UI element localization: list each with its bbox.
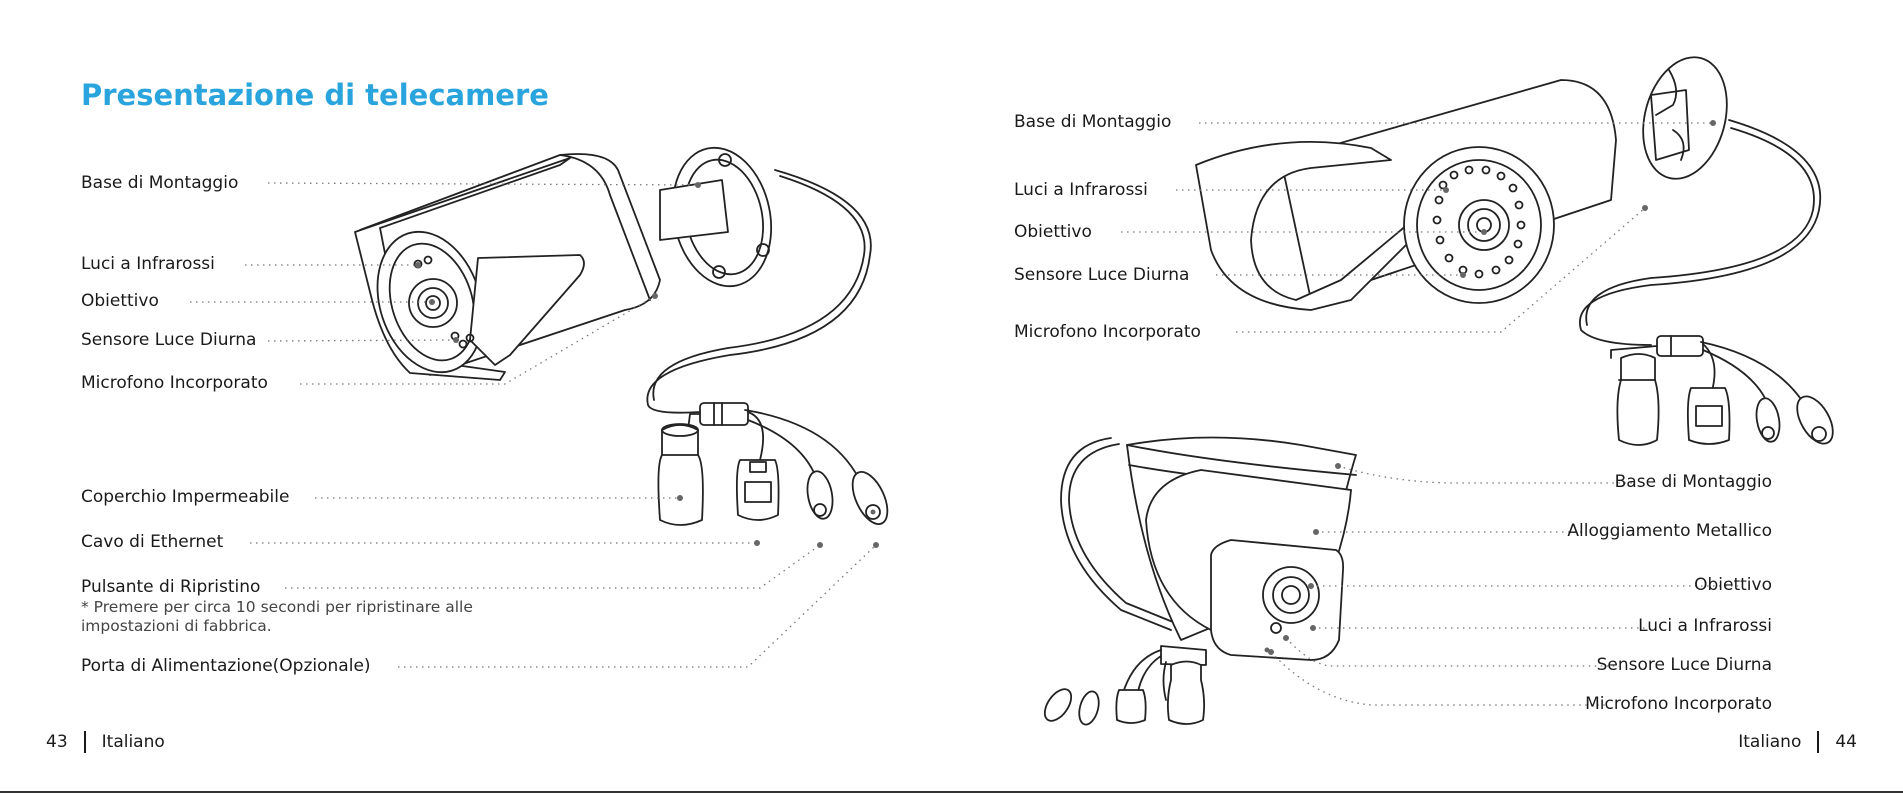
label-daylight-sensor-dome: Sensore Luce Diurna (1596, 655, 1772, 675)
reset-connector (806, 470, 834, 520)
footer-divider (1817, 731, 1820, 753)
dome-camera-diagram (1043, 436, 1357, 726)
label-lens-bullet: Obiettivo (1014, 222, 1092, 242)
right-page: Base di Montaggio Luci a Infrarossi Obie… (951, 0, 1903, 795)
side-wedge (469, 254, 585, 366)
camera-cable (646, 169, 872, 414)
label-microphone-dome: Microfono Incorporato (1585, 694, 1772, 714)
mount-arm (659, 179, 729, 241)
label-metal-housing-dome: Alloggiamento Metallico (1567, 521, 1772, 541)
power-connector (851, 471, 889, 525)
label-infrared-lights-dome: Luci a Infrarossi (1638, 616, 1772, 636)
label-mounting-base-bullet: Base di Montaggio (1014, 112, 1172, 132)
bullet-camera-diagram-right (1195, 56, 1834, 446)
page-number: 44 (1835, 732, 1857, 752)
label-mounting-base-dome: Base di Montaggio (1614, 472, 1772, 492)
cable-hub (699, 402, 749, 426)
label-infrared-lights: Luci a Infrarossi (81, 254, 215, 274)
label-mounting-base: Base di Montaggio (81, 173, 239, 193)
bottom-rule (0, 791, 1903, 793)
page-title: Presentazione di telecamere (81, 78, 549, 112)
ethernet-plug (735, 459, 780, 521)
camera-cable-right (1579, 119, 1822, 346)
page-number: 43 (46, 732, 68, 752)
label-microphone-bullet: Microfono Incorporato (1014, 322, 1201, 342)
label-lens-dome: Obiettivo (1694, 575, 1772, 595)
left-page: Presentazione di telecamere (0, 0, 951, 795)
label-ethernet-cable: Cavo di Ethernet (81, 532, 224, 552)
label-daylight-sensor: Sensore Luce Diurna (81, 330, 257, 350)
waterproof-cover (657, 424, 704, 526)
sun-shield-right (1195, 141, 1432, 311)
dome-cable-loop (1060, 437, 1172, 631)
label-reset-button: Pulsante di Ripristino (81, 577, 261, 597)
reset-note-line-1: * Premere per circa 10 secondi per ripri… (81, 598, 473, 616)
footer-language: Italiano (101, 732, 165, 752)
label-infrared-lights-bullet: Luci a Infrarossi (1014, 180, 1148, 200)
lens-right (1458, 199, 1510, 251)
footer-divider (83, 731, 86, 753)
label-daylight-sensor-bullet: Sensore Luce Diurna (1014, 265, 1190, 285)
reset-note-line-2: impostazioni di fabbrica. (81, 617, 272, 635)
dome-lens (1262, 566, 1320, 624)
label-lens: Obiettivo (81, 291, 159, 311)
right-footer: Italiano 44 (1738, 731, 1857, 753)
footer-language: Italiano (1738, 732, 1802, 752)
left-footer: 43 Italiano (46, 731, 165, 753)
label-waterproof-cover: Coperchio Impermeabile (81, 487, 290, 507)
label-microphone: Microfono Incorporato (81, 373, 268, 393)
camera-diagrams-right (1043, 56, 1834, 726)
label-power-port: Porta di Alimentazione(Opzionale) (81, 656, 371, 676)
reset-note: * Premere per circa 10 secondi per ripri… (81, 598, 473, 636)
bullet-camera-diagram (190, 146, 889, 668)
